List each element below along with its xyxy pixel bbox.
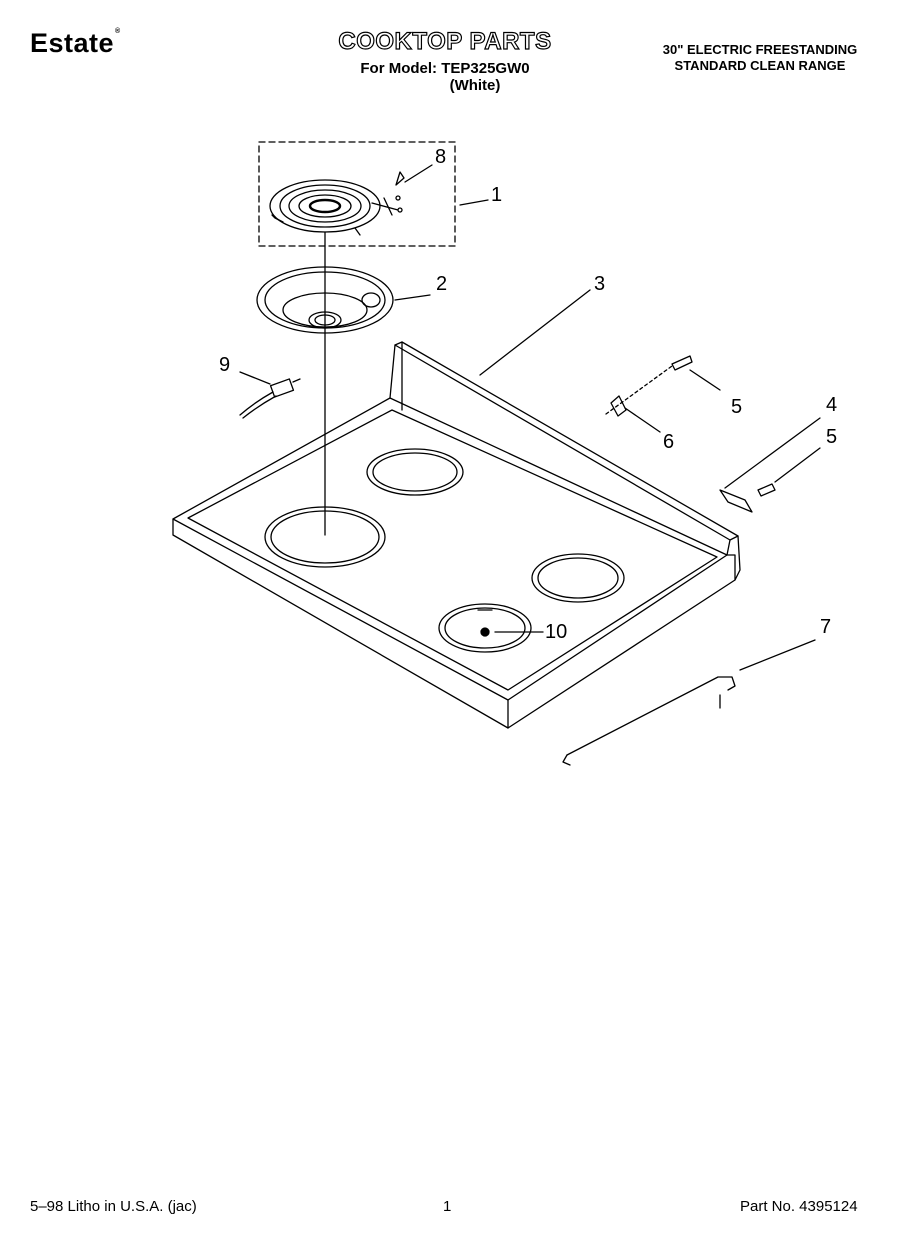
description-line-2: STANDARD CLEAN RANGE — [674, 58, 846, 73]
callout-5-left: 5 — [731, 396, 743, 418]
callout-3: 3 — [594, 273, 606, 295]
main-cooktop — [172, 341, 741, 729]
page-title: COOKTOP PARTS — [338, 27, 552, 55]
callout-8: 8 — [435, 146, 447, 168]
callout-9: 9 — [219, 354, 231, 376]
brand-logo: Estate® — [30, 28, 121, 59]
callout-10: 10 — [545, 621, 568, 643]
terminal-block-8 — [395, 171, 405, 186]
model-info: For Model: TEP325GW0 (White) — [300, 60, 590, 94]
surface-element-assembly — [258, 141, 456, 247]
leader-lines — [239, 164, 821, 671]
support-rod — [562, 676, 736, 766]
product-description: 30" ELECTRIC FREESTANDING STANDARD CLEAN… — [615, 42, 897, 74]
color-line: (White) — [449, 77, 501, 94]
part-number: Part No. 4395124 — [740, 1198, 858, 1215]
wire-connector — [239, 378, 301, 419]
description-line-1: 30" ELECTRIC FREESTANDING — [662, 42, 858, 57]
callout-6: 6 — [663, 431, 675, 453]
callout-4: 4 — [826, 394, 838, 416]
model-line: For Model: TEP325GW0 — [360, 60, 530, 77]
page-number: 1 — [443, 1198, 452, 1215]
print-info: 5–98 Litho in U.S.A. (jac) — [30, 1198, 197, 1215]
bracket-screw-right — [719, 483, 776, 513]
callout-5-right: 5 — [826, 426, 838, 448]
brand-registered-mark: ® — [115, 28, 121, 35]
surface-element-coil — [269, 179, 403, 236]
callout-2: 2 — [436, 273, 448, 295]
hinge-screw-clip — [605, 355, 693, 417]
callout-7: 7 — [820, 616, 832, 638]
callout-1: 1 — [491, 184, 503, 206]
brand-name: Estate — [30, 28, 115, 58]
